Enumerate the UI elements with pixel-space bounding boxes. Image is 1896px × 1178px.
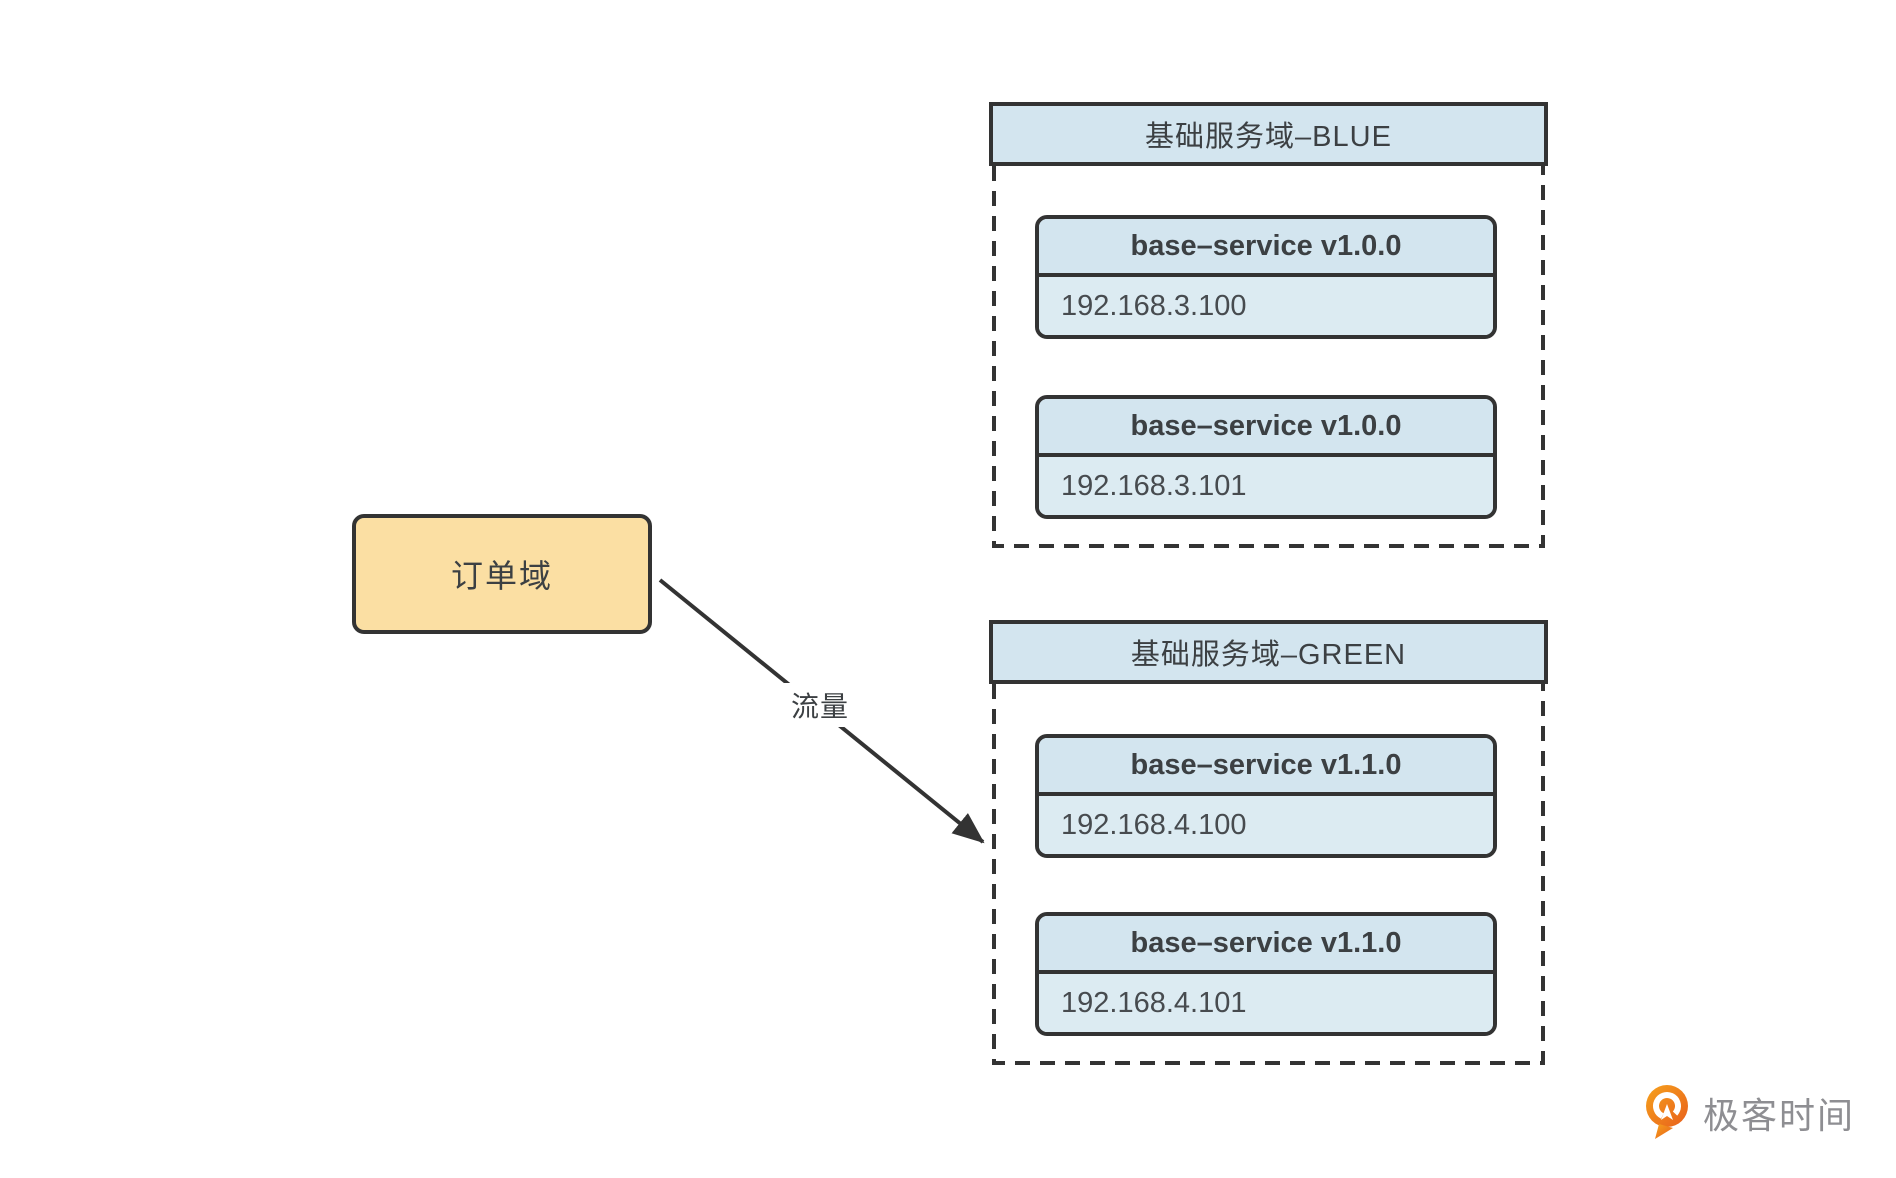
group-blue-title: 基础服务域–BLUE [1145,121,1392,153]
service-card: base–service v1.0.0 192.168.3.100 [1035,215,1497,339]
geektime-brand-text: 极客时间 [1703,1095,1856,1136]
group-green-title: 基础服务域–GREEN [1130,639,1407,671]
group-blue-header: 基础服务域–BLUE [989,102,1548,166]
service-ip: 192.168.4.101 [1039,974,1493,1032]
service-card: base–service v1.0.0 192.168.3.101 [1035,395,1497,519]
service-card: base–service v1.1.0 192.168.4.100 [1035,734,1497,858]
geektime-logo-icon [1646,1085,1688,1139]
order-domain-label: 订单域 [450,558,553,594]
service-name: base–service v1.0.0 [1039,219,1493,277]
service-card: base–service v1.1.0 192.168.4.101 [1035,912,1497,1036]
service-name: base–service v1.0.0 [1039,399,1493,457]
service-ip: 192.168.3.100 [1039,277,1493,335]
group-green-header: 基础服务域–GREEN [989,620,1548,684]
order-domain-box: 订单域 [352,514,652,634]
service-ip: 192.168.4.100 [1039,796,1493,854]
service-name: base–service v1.1.0 [1039,916,1493,974]
traffic-arrow-label: 流量 [770,683,870,727]
service-name: base–service v1.1.0 [1039,738,1493,796]
geektime-watermark: 极客时间 [1643,1082,1873,1144]
service-ip: 192.168.3.101 [1039,457,1493,515]
